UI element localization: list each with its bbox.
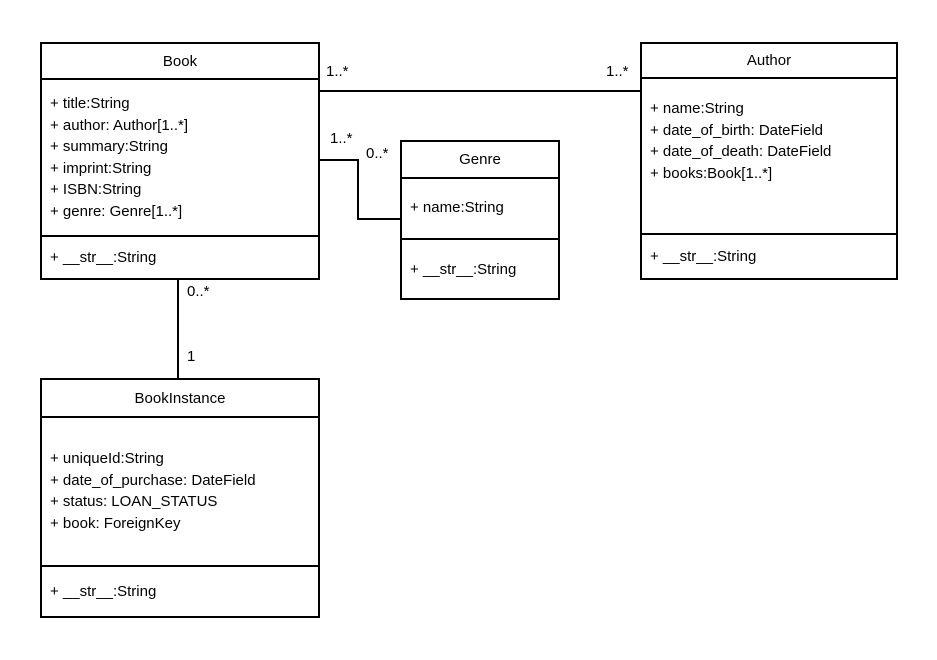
method-row: + __str__:String — [650, 248, 757, 265]
method-row: + __str__:String — [50, 583, 157, 600]
method-row: + __str__:String — [410, 260, 517, 278]
class-title-author: Author — [642, 44, 896, 79]
attribute-row: + book: ForeignKey — [50, 514, 181, 532]
multiplicity-book-author-book-end: 1..* — [326, 63, 349, 80]
multiplicity-book-bookinstance-bookinstance-end: 1 — [187, 348, 196, 365]
class-box-genre: Genre + name:String + __str__:String — [400, 140, 560, 300]
attribute-row: + summary:String — [50, 138, 168, 155]
attribute-row: + books:Book[1..*] — [650, 164, 773, 182]
multiplicity-book-genre-genre-end: 0..* — [366, 145, 389, 162]
class-attributes-author: + name:String + date_of_birth: DateField… — [642, 79, 896, 235]
attribute-row: + imprint:String — [50, 159, 152, 177]
class-attributes-book: + title:String + author: Author[1..*] + … — [42, 80, 318, 237]
class-methods-genre: + __str__:String — [402, 240, 558, 298]
attribute-row: + name:String — [410, 199, 504, 216]
attribute-row: + date_of_purchase: DateField — [50, 471, 256, 489]
class-box-author: Author + name:String + date_of_birth: Da… — [640, 42, 898, 280]
attribute-row: + date_of_death: DateField — [650, 143, 832, 160]
class-title-bookinstance: BookInstance — [42, 380, 318, 418]
class-title-genre: Genre — [402, 142, 558, 179]
attribute-row: + title:String — [50, 95, 130, 112]
class-methods-bookinstance: + __str__:String — [42, 567, 318, 616]
multiplicity-book-author-author-end: 1..* — [606, 63, 629, 80]
class-attributes-bookinstance: + uniqueId:String + date_of_purchase: Da… — [42, 418, 318, 567]
class-attributes-genre: + name:String — [402, 179, 558, 240]
multiplicity-book-bookinstance-book-end: 0..* — [187, 283, 210, 300]
attribute-row: + author: Author[1..*] — [50, 116, 189, 134]
method-row: + __str__:String — [50, 249, 157, 266]
attribute-row: + name:String — [650, 100, 744, 117]
class-title-book: Book — [42, 44, 318, 80]
attribute-row: + genre: Genre[1..*] — [50, 202, 183, 220]
attribute-row: + date_of_birth: DateField — [650, 121, 824, 139]
attribute-row: + uniqueId:String — [50, 450, 164, 467]
association-book-genre-line — [320, 159, 400, 220]
attribute-row: + ISBN:String — [50, 181, 142, 198]
multiplicity-book-genre-book-end: 1..* — [330, 130, 353, 147]
attribute-row: + status: LOAN_STATUS — [50, 493, 218, 510]
class-box-bookinstance: BookInstance + uniqueId:String + date_of… — [40, 378, 320, 618]
class-methods-book: + __str__:String — [42, 237, 318, 278]
class-methods-author: + __str__:String — [642, 235, 896, 278]
class-box-book: Book + title:String + author: Author[1..… — [40, 42, 320, 280]
